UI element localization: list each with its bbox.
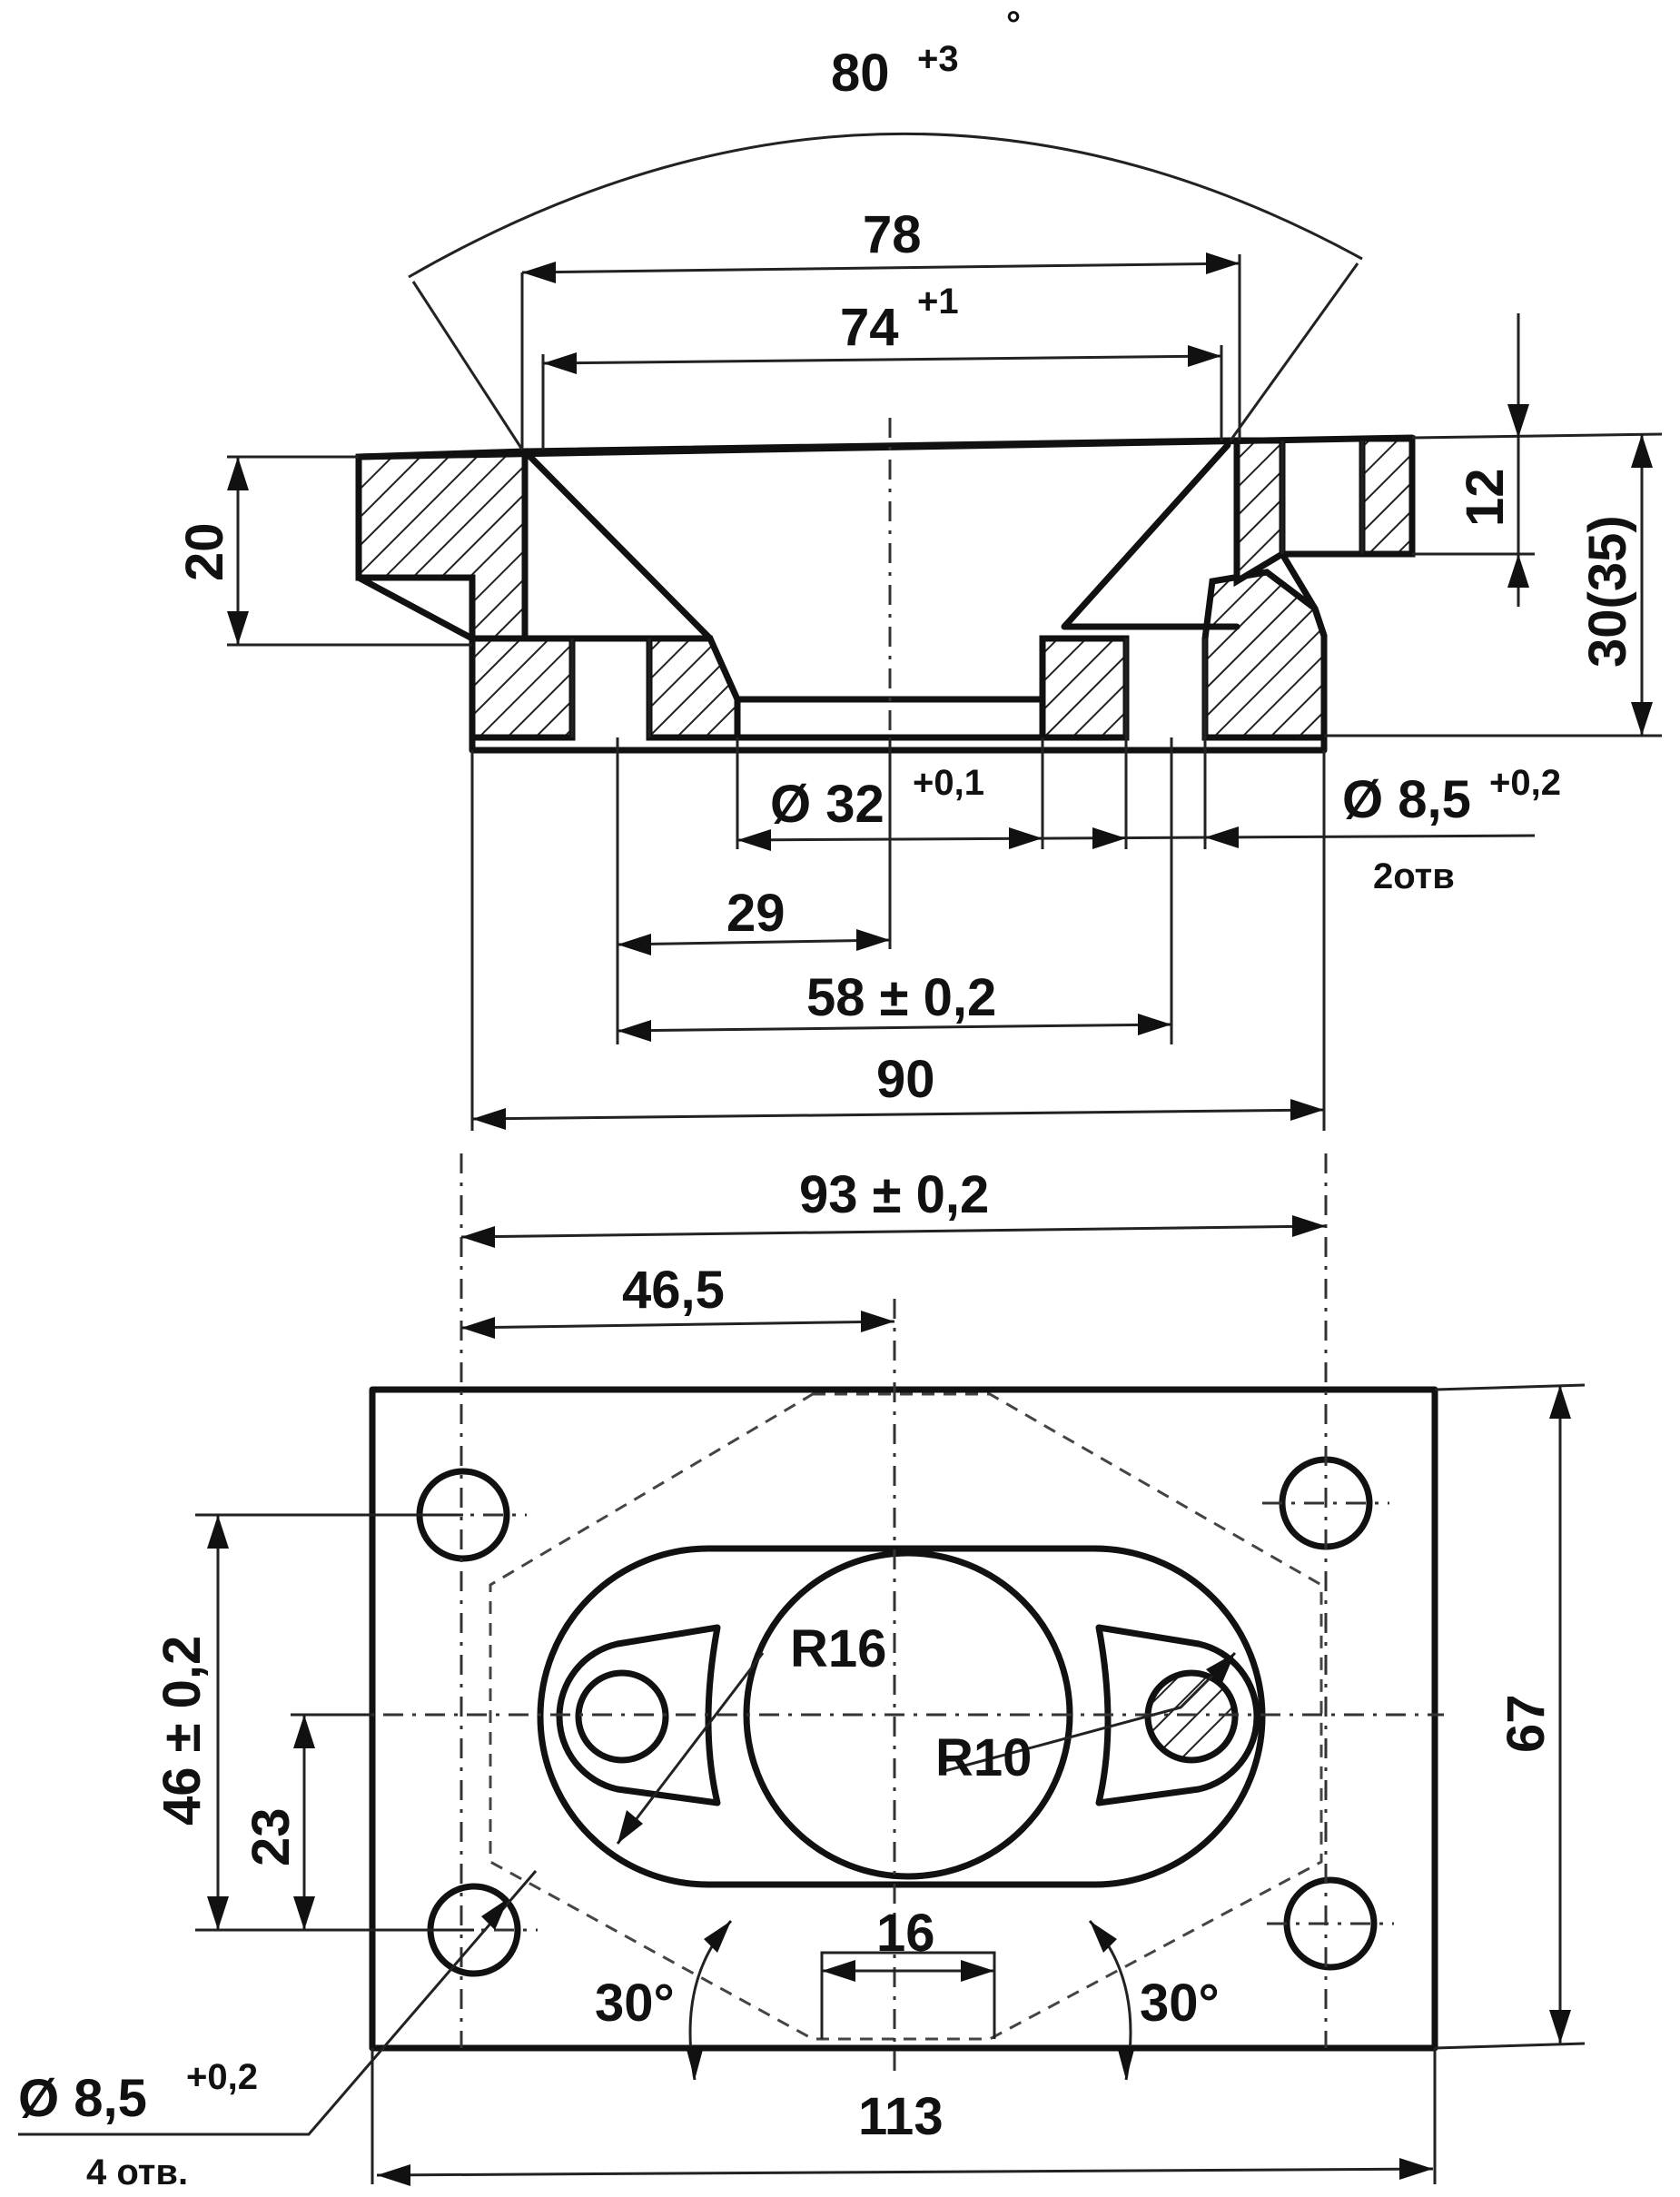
- dim-30-label: 30(35): [1578, 515, 1637, 668]
- dim-vertical-left: 46 ± 0,2 23: [153, 1513, 474, 1932]
- angle-80-tol: +3: [917, 39, 959, 79]
- section-hole-top-right: [1280, 440, 1364, 554]
- dim-16: 16: [822, 1904, 994, 1982]
- section-left-inner: [646, 635, 741, 741]
- angle-right-label: 30°: [1140, 1974, 1220, 2033]
- hidden-hexagon: [489, 1392, 1323, 2041]
- plan-outline: [369, 1386, 1438, 2052]
- r16-label: R16: [790, 1619, 886, 1678]
- r10-label: R10: [935, 1728, 1032, 1787]
- dim-90-label: 90: [876, 1050, 935, 1109]
- bore-label: Ø 32: [770, 775, 884, 834]
- angle-left-label: 30°: [595, 1974, 675, 2033]
- section-view: [355, 418, 1416, 754]
- section-left-lower: [469, 635, 576, 741]
- dim-74: 74 +1: [541, 282, 1223, 450]
- section-left-flange: [355, 448, 529, 642]
- dim-46-5-label: 46,5: [622, 1261, 725, 1320]
- hole-bottom-label: Ø 8,5: [18, 2069, 147, 2128]
- dim-angles-30: 30° 30°: [595, 1919, 1220, 2081]
- section-hole-left-a: [570, 638, 651, 737]
- angle-80-deg: °: [1006, 5, 1021, 45]
- dim-113-label: 113: [858, 2087, 944, 2146]
- section-left-bevel: [521, 448, 714, 642]
- dim-12-label: 12: [1456, 468, 1515, 527]
- section-right-bevel: [1061, 441, 1240, 630]
- dim-23-label: 23: [242, 1807, 301, 1866]
- plan-view: [300, 1153, 1444, 2080]
- dim-93-label: 93 ± 0,2: [799, 1165, 989, 1224]
- dim-78-label: 78: [863, 205, 922, 264]
- hole-bottom-count: 4 отв.: [86, 2152, 188, 2192]
- right-lug: [1095, 1624, 1260, 1806]
- dim-bore: Ø 32 +0,1 Ø 8,5 +0,2 2отв: [736, 737, 1561, 1131]
- dim-74-label: 74: [840, 298, 899, 357]
- slot-outline: [537, 1545, 1266, 1888]
- dim-12-30: 12 30(35): [1324, 313, 1663, 737]
- angle-80-label: 80: [831, 44, 890, 103]
- angle-ext-right: [1229, 262, 1359, 441]
- hole-top-count: 2отв: [1373, 856, 1455, 896]
- dim-74-tol: +1: [917, 282, 959, 322]
- dim-113: 113: [371, 2048, 1437, 2186]
- hole-top-label: Ø 8,5: [1342, 770, 1471, 829]
- dim-20-label: 20: [175, 522, 234, 581]
- angle-arc: [408, 132, 1363, 279]
- dim-16-label: 16: [876, 1904, 935, 1963]
- dim-67-label: 67: [1497, 1694, 1556, 1753]
- section-right-upper: [1233, 437, 1286, 588]
- section-right-inner: [1039, 635, 1130, 741]
- section-hole-right-a: [1124, 638, 1207, 737]
- left-lug: [556, 1624, 721, 1806]
- dim-holes-4: Ø 8,5 +0,2 4 отв.: [18, 1870, 538, 2192]
- dim-radii: R16 R10: [616, 1619, 1237, 1845]
- dim-29-label: 29: [726, 884, 786, 943]
- dim-67: 67: [1434, 1383, 1586, 2050]
- hole-top-tol: +0,2: [1489, 763, 1561, 803]
- left-lug-hole: [575, 1669, 669, 1764]
- angle-ext-left: [411, 281, 524, 450]
- angle-80-dimension: 80 +3 °: [408, 5, 1363, 450]
- section-right-flange: [1359, 435, 1416, 558]
- dim-20: 20: [175, 455, 472, 647]
- slot-notch: [820, 1951, 996, 2039]
- dim-46-label: 46 ± 0,2: [153, 1636, 212, 1826]
- dim-93: 93 ± 0,2: [460, 1165, 1327, 1248]
- dim-46-5: 46,5: [460, 1261, 895, 1339]
- dim-78: 78: [520, 205, 1241, 450]
- dim-58-label: 58 ± 0,2: [806, 968, 996, 1027]
- hole-bottom-tol: +0,2: [186, 2057, 258, 2097]
- section-outline: [355, 434, 1416, 754]
- section-top-line: [521, 437, 1234, 455]
- dim-horizontal-stack: 29 58 ± 0,2 90: [470, 737, 1325, 1131]
- right-lug-hole: [1144, 1669, 1239, 1764]
- bore-tol: +0,1: [913, 763, 984, 803]
